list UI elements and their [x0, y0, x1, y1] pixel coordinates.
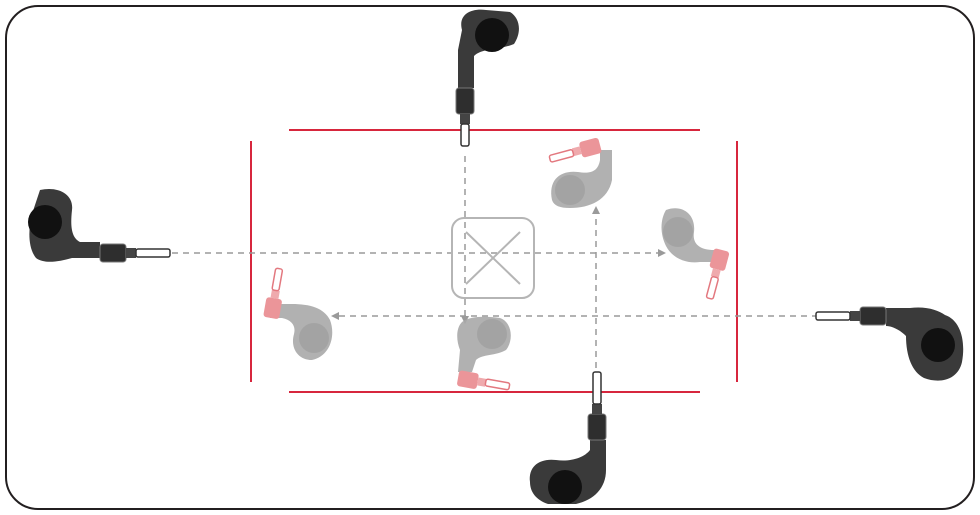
operator-top-head-icon [475, 18, 509, 52]
ghost-top-right-head-icon [555, 175, 585, 205]
operator-right-head-icon [921, 328, 955, 362]
operator-left-head-icon [28, 205, 62, 239]
ghost-left-head-icon [299, 323, 329, 353]
operator-bottom-head-icon [548, 470, 582, 504]
ghost-center-head-icon [477, 319, 507, 349]
ghost-right-head-icon [663, 217, 693, 247]
